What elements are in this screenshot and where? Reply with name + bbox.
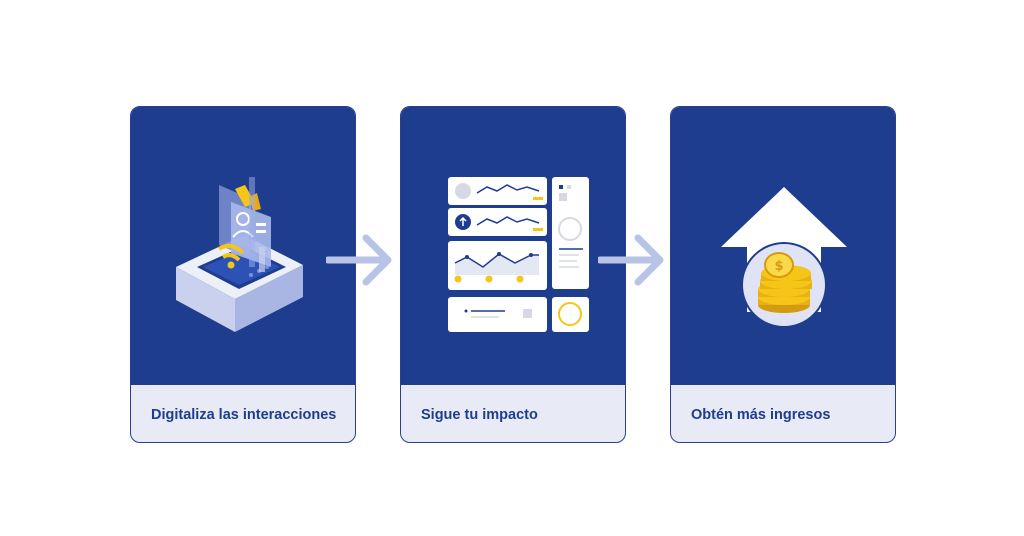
- step-card-digitalize: Digitaliza las interacciones: [130, 106, 356, 443]
- arrow-right-icon: [598, 234, 664, 286]
- arrow-right-icon: [326, 234, 392, 286]
- step-card-panel: $: [671, 107, 895, 385]
- digital-device-icon: [176, 177, 303, 332]
- step-label: Sigue tu impacto: [421, 407, 538, 423]
- step-label: Obtén más ingresos: [691, 407, 831, 423]
- svg-text:$: $: [774, 259, 783, 274]
- step-label: Digitaliza las interacciones: [151, 407, 337, 423]
- step-card-more-income: $ Obtén más ingresos: [670, 106, 896, 443]
- coins-up-arrow-icon: $: [721, 187, 847, 328]
- step-card-panel: [131, 107, 355, 385]
- step-card-track-impact: Sigue tu impacto: [400, 106, 626, 443]
- dashboard-icon: [448, 177, 589, 332]
- step-card-panel: [401, 107, 625, 385]
